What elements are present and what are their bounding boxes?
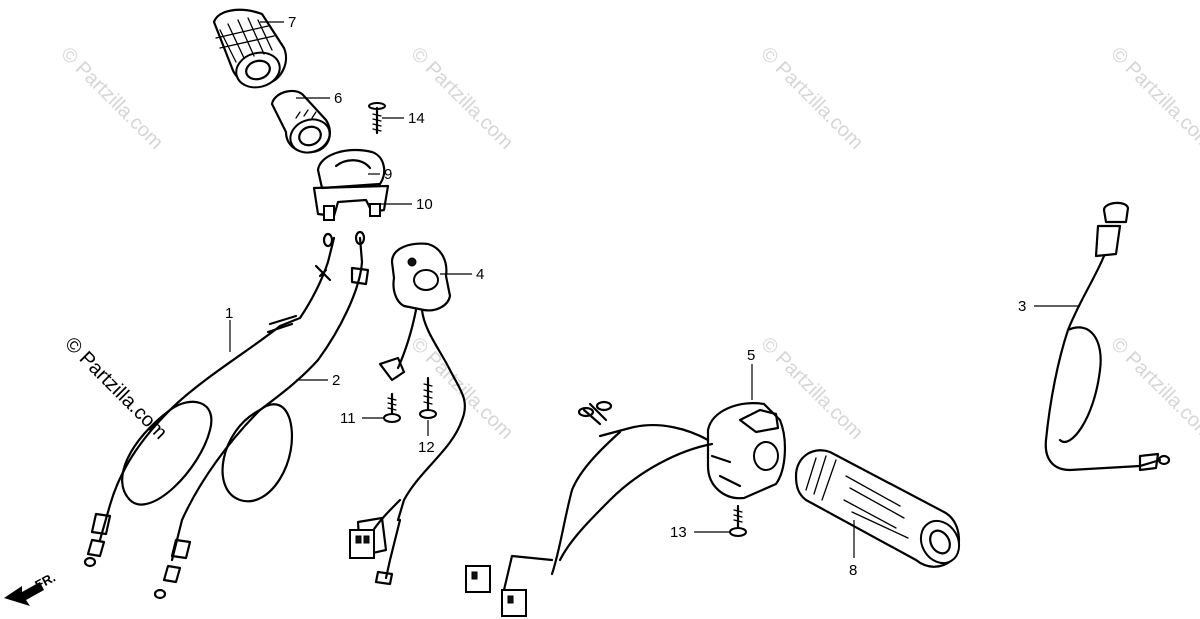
watermark-3: © Partzilla.com: [756, 43, 867, 154]
watermark-4: © Partzilla.com: [1106, 43, 1200, 154]
watermark-5: © Partzilla.com: [406, 333, 517, 444]
watermark-1: © Partzilla.com: [56, 43, 167, 154]
watermarks: © Partzilla.com © Partzilla.com © Partzi…: [56, 43, 1200, 444]
callout-8: 8: [849, 562, 857, 579]
part-9-10-throttle-housing: [312, 148, 390, 221]
part-4-right-switch: [349, 242, 467, 586]
callout-14: 14: [408, 110, 425, 127]
watermark-2: © Partzilla.com: [406, 43, 517, 154]
callout-11: 11: [340, 410, 356, 427]
part-11-screw: [383, 392, 401, 423]
callouts: 7 6 14 9 10 4 1 2 11 12 5 13 8 3: [225, 14, 1026, 579]
part-1-cable: [83, 232, 336, 568]
part-12-screw: [419, 376, 437, 419]
callout-7: 7: [288, 14, 296, 31]
watermark-6: © Partzilla.com: [756, 333, 867, 444]
part-5-left-switch: [465, 400, 787, 617]
callout-6: 6: [334, 90, 342, 107]
watermark-7: © Partzilla.com: [1106, 333, 1200, 444]
callout-12: 12: [418, 439, 435, 456]
callout-5: 5: [747, 347, 755, 364]
callout-2: 2: [332, 372, 340, 389]
callout-1: 1: [225, 305, 233, 322]
callout-3: 3: [1018, 298, 1026, 315]
part-13-screw: [729, 504, 747, 537]
callout-4: 4: [476, 266, 484, 283]
part-14-screw: [368, 102, 386, 135]
leader-lines: [229, 21, 1080, 558]
callout-10: 10: [416, 196, 433, 213]
part-3-choke-cable: [1044, 201, 1171, 472]
part-8-left-grip: [794, 449, 961, 568]
part-6-throttle-pipe: [270, 89, 331, 154]
callout-13: 13: [670, 524, 687, 541]
callout-9: 9: [384, 166, 392, 183]
part-2-cable: [153, 230, 370, 600]
part-7-right-grip: [212, 8, 288, 89]
fr-direction-arrow: FR.: [4, 570, 58, 606]
